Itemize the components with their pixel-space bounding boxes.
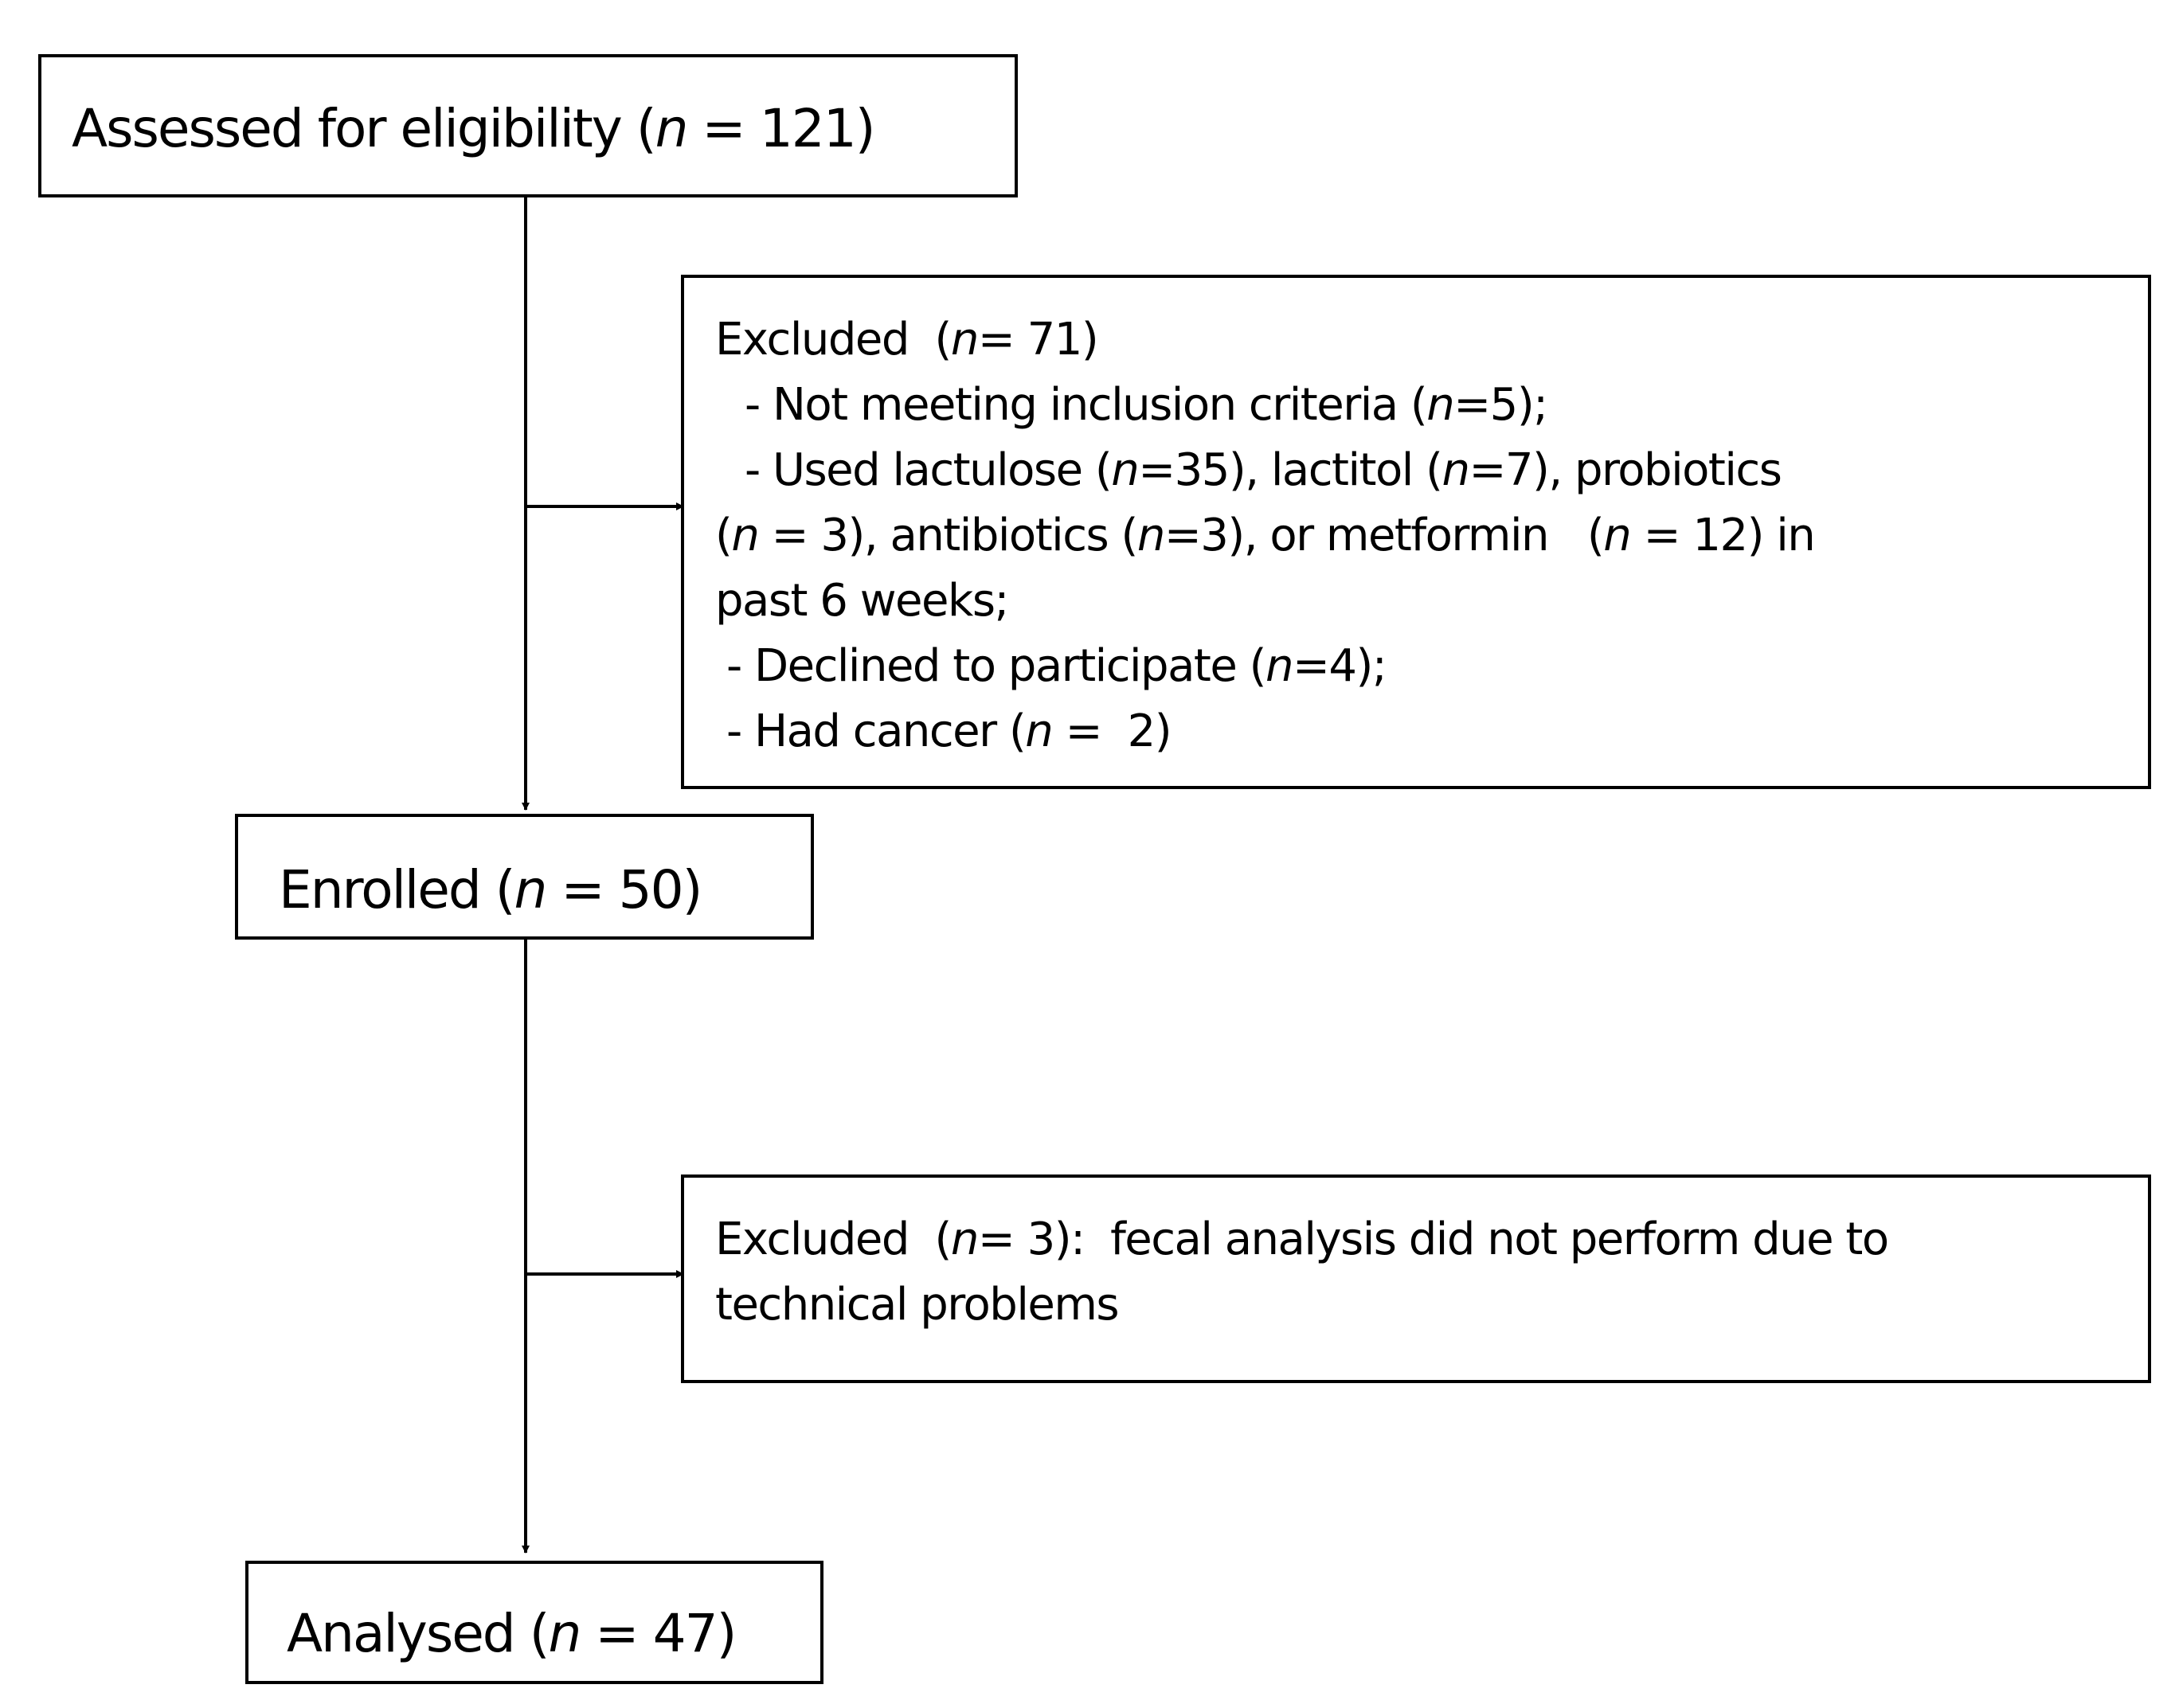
excluded-1-count: 71 [1027,314,1083,365]
analysed-count: 47 [652,1603,718,1664]
enrolled-label: Enrolled [279,859,482,920]
excluded-1-item-used-drugs-line2: (n = 3), antibiotics (n=3), or metformin… [715,510,1816,561]
excluded-1-item-declined: - Declined to participate (n=4); [726,640,1387,692]
assessed-box [38,54,1018,197]
enrolled-text: Enrolled (n = 50) [279,859,702,920]
excluded-1-item-cancer: - Had cancer (n = 2) [726,705,1172,757]
analysed-label: Analysed [287,1603,516,1664]
analysed-box [245,1561,823,1684]
excluded-2-line2: technical problems [715,1279,1120,1331]
assessed-label: Assessed for eligibility [72,98,623,159]
excluded-2-count: 3 [1027,1214,1056,1265]
enrolled-box [235,814,814,940]
assessed-count: 121 [759,98,857,159]
excluded-1-item-not-meeting: - Not meeting inclusion criteria (n=5); [745,379,1548,431]
excluded-1-item-past-weeks: past 6 weeks; [715,575,1009,627]
excluded-2-line1: Excluded (n= 3): fecal analysis did not … [715,1214,1889,1265]
enrolled-count: 50 [618,859,684,920]
excluded-1-item-used-drugs-line1: - Used lactulose (n=35), lactitol (n=7),… [745,444,1782,496]
analysed-text: Analysed (n = 47) [287,1603,737,1664]
excluded-box-1 [681,275,2151,789]
excluded-1-title: Excluded (n= 71) [715,314,1099,365]
excluded-box-2 [681,1174,2151,1383]
assessed-text: Assessed for eligibility (n = 121) [72,98,875,159]
